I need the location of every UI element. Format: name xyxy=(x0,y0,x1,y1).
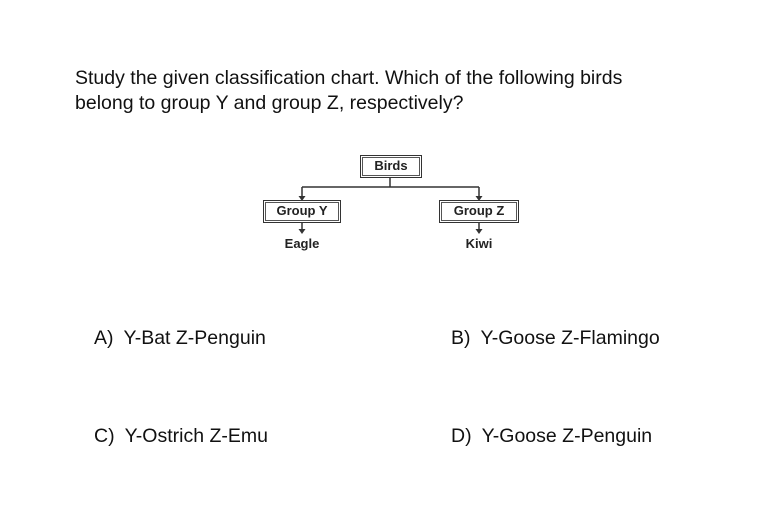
node-group-z: Group Z xyxy=(439,200,519,223)
option-a-text: Y-Bat Z-Penguin xyxy=(123,327,266,349)
option-d-letter: D) xyxy=(451,425,472,447)
option-c-letter: C) xyxy=(94,425,115,447)
option-b[interactable]: B) Y-Goose Z-Flamingo xyxy=(451,327,660,350)
option-b-letter: B) xyxy=(451,327,471,349)
question-line-2: belong to group Y and group Z, respectiv… xyxy=(75,92,464,114)
arrow-to-eagle xyxy=(298,229,306,234)
option-b-text: Y-Goose Z-Flamingo xyxy=(480,327,660,349)
question-line-1: Study the given classification chart. Wh… xyxy=(75,67,623,89)
option-a[interactable]: A) Y-Bat Z-Penguin xyxy=(94,327,266,350)
node-group-y: Group Y xyxy=(263,200,341,223)
option-d[interactable]: D) Y-Goose Z-Penguin xyxy=(451,425,652,448)
option-a-letter: A) xyxy=(94,327,114,349)
arrow-to-group-z xyxy=(475,196,483,201)
leaf-kiwi: Kiwi xyxy=(465,236,493,251)
node-birds: Birds xyxy=(360,155,422,178)
option-d-text: Y-Goose Z-Penguin xyxy=(481,425,653,447)
option-c[interactable]: C) Y-Ostrich Z-Emu xyxy=(94,425,268,448)
question-text: Study the given classification chart. Wh… xyxy=(75,66,735,116)
arrow-to-kiwi xyxy=(475,229,483,234)
option-c-text: Y-Ostrich Z-Emu xyxy=(124,425,268,447)
leaf-eagle: Eagle xyxy=(284,236,320,251)
arrow-to-group-y xyxy=(298,196,306,201)
